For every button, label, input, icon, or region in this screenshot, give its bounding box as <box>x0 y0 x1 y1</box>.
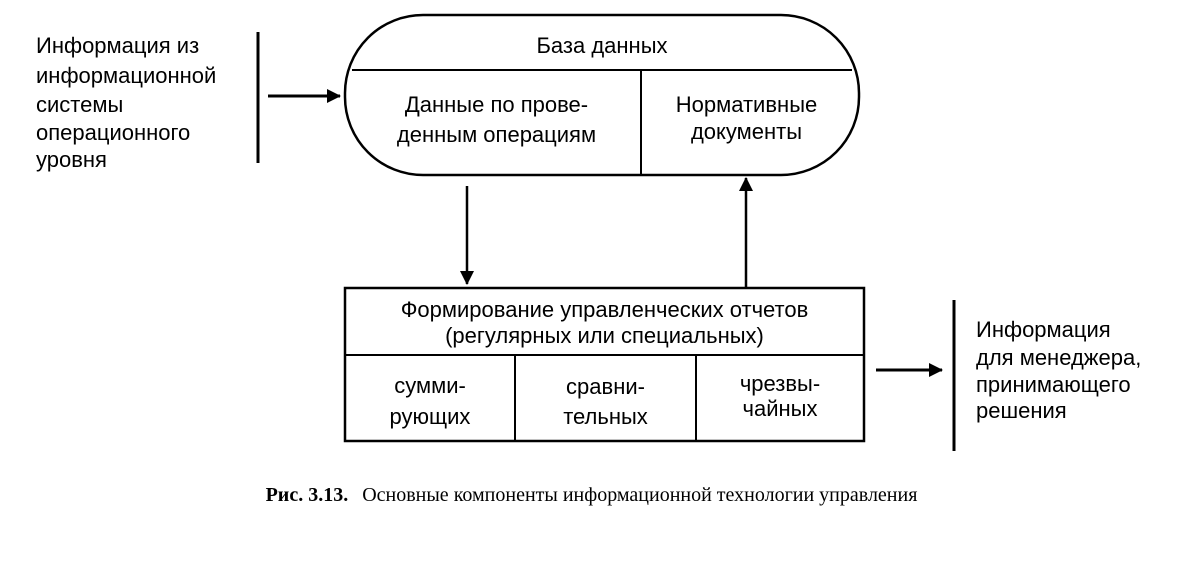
figure-caption: Рис. 3.13. Основные компоненты информацио… <box>0 484 1183 507</box>
database-title: База данных <box>536 33 668 58</box>
input-label-line: операционного <box>36 120 191 145</box>
reports-emergency-cell-line: чайных <box>742 396 818 421</box>
input-label-line: Информация из <box>36 33 200 58</box>
reports-comparative-cell-line: тельных <box>563 404 648 429</box>
reports-container <box>343 286 866 443</box>
database-container <box>343 13 861 177</box>
reports-summary-cell-line: сумми- <box>394 373 466 398</box>
reports-emergency-cell-line: чрезвы- <box>739 371 821 396</box>
database-regulatory-cell-line: Нормативные <box>675 92 818 117</box>
output-label-line: принимающего <box>976 372 1131 397</box>
database-operations-cell-line: денным операциям <box>396 122 597 147</box>
output-label-line: решения <box>976 398 1067 423</box>
reports-summary-cell-line: рующих <box>389 404 471 429</box>
input-label-line: уровня <box>36 147 107 172</box>
reports-title-line: Формирование управленческих отчетов <box>400 297 809 322</box>
reports-comparative-cell-line: сравни- <box>566 374 645 399</box>
input-label-line: системы <box>36 92 124 117</box>
database-regulatory-cell-line: документы <box>690 119 803 144</box>
database-operations-cell-line: Данные по прове- <box>404 92 589 117</box>
output-label-line: для менеджера, <box>976 345 1142 370</box>
figure-number: Рис. 3.13. <box>265 484 349 506</box>
output-label-line: Информация <box>976 317 1111 342</box>
input-label-line: информационной <box>36 63 217 88</box>
reports-title-line: (регулярных или специальных) <box>445 323 764 348</box>
figure-caption-text: Основные компоненты информационной техно… <box>362 484 918 506</box>
